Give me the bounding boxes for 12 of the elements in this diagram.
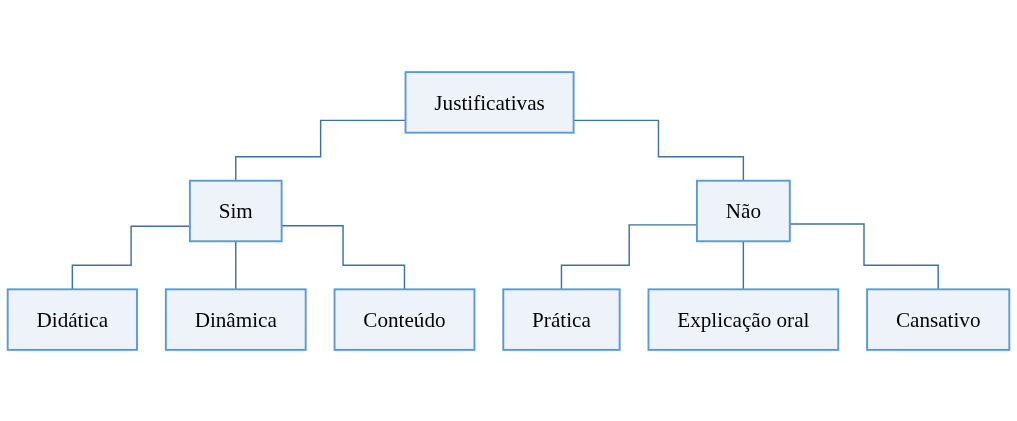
- node-box: Conteúdo: [333, 287, 476, 351]
- connector: [789, 222, 939, 290]
- node-box: Não: [695, 179, 791, 242]
- node-box: Justificativas: [404, 70, 575, 134]
- connector: [235, 240, 237, 290]
- node-box: Prática: [502, 287, 621, 351]
- node-box: Explicação oral: [647, 287, 840, 351]
- node-box: Dinâmica: [164, 287, 307, 351]
- connector: [742, 240, 745, 290]
- node-box: Cansativo: [866, 287, 1011, 351]
- node-box: Didática: [6, 287, 138, 351]
- node-box: Sim: [188, 179, 283, 242]
